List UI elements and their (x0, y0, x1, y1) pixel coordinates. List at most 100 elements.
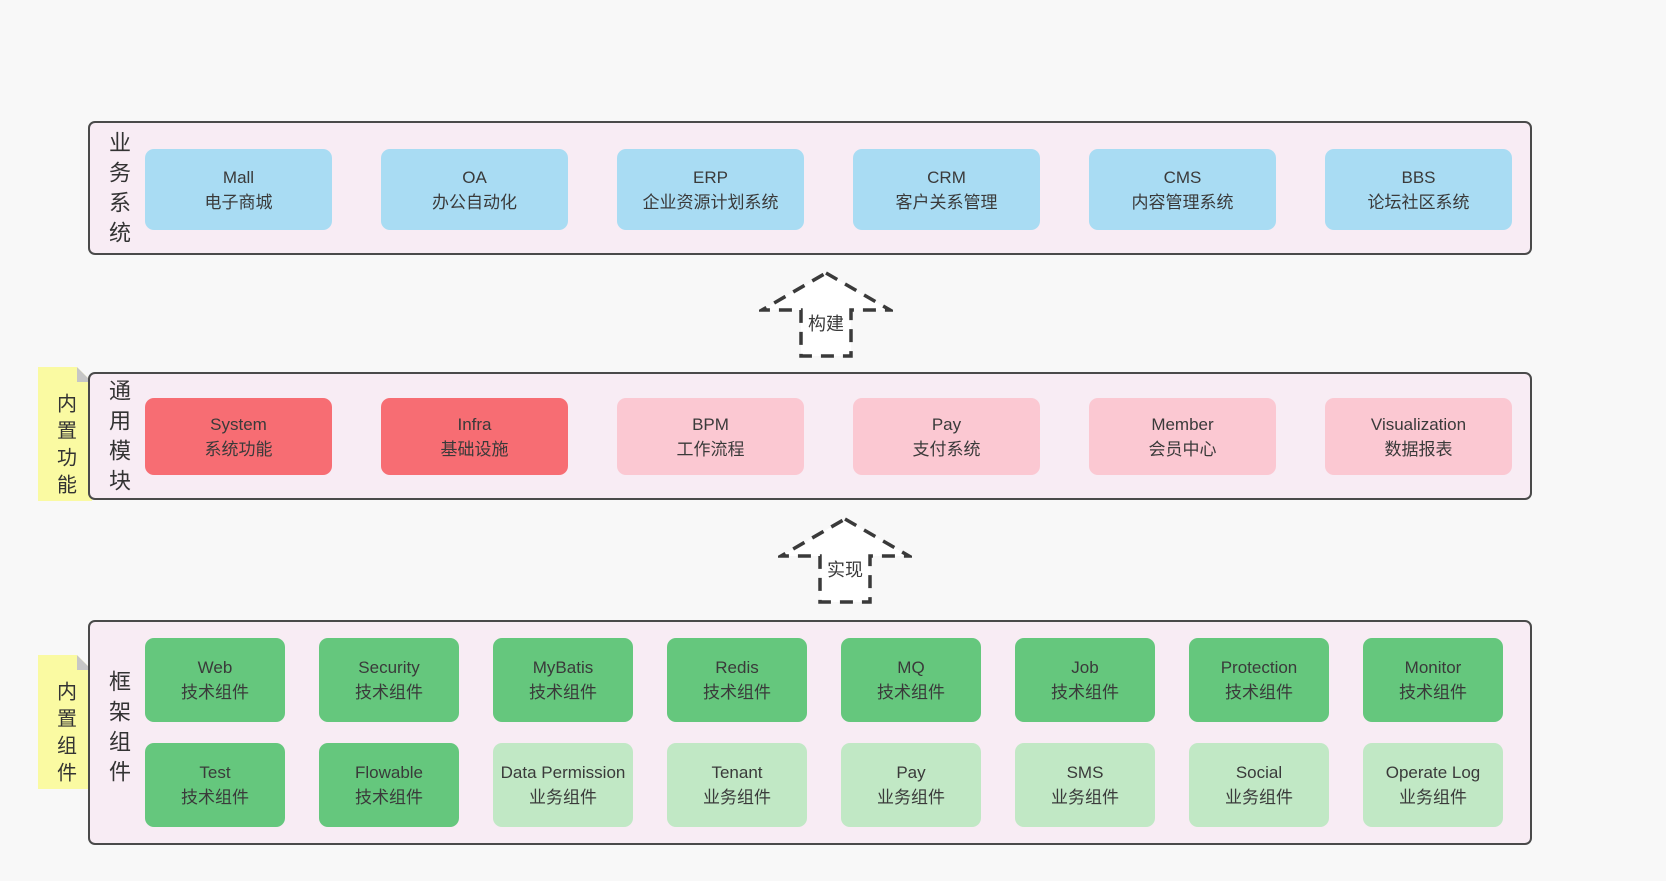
box-title: Visualization (1370, 414, 1467, 434)
box-subtitle: 企业资源计划系统 (642, 192, 779, 212)
box-row: Test 技术组件 Flowable 技术组件 Data Permission … (145, 743, 1503, 827)
box-subtitle: 业务组件 (877, 788, 945, 807)
box-subtitle: 办公自动化 (432, 192, 517, 212)
section-label: 业务系统 (106, 131, 131, 251)
box-row: Mall 电子商城 OA 办公自动化 ERP 企业资源计划系统 CRM 客户关系… (145, 149, 1512, 230)
box-tenant: Tenant 业务组件 (667, 743, 807, 827)
box-title: Flowable (354, 763, 424, 782)
box-title: Protection (1220, 658, 1298, 677)
arrow-build: 构建 (759, 271, 893, 359)
box-security: Security 技术组件 (319, 638, 459, 722)
arrow-implement: 实现 (778, 517, 912, 605)
box-row: System 系统功能 Infra 基础设施 BPM 工作流程 Pay 支付系统… (145, 398, 1512, 475)
box-row: Web 技术组件 Security 技术组件 MyBatis 技术组件 Redi… (145, 638, 1503, 722)
box-sms: SMS 业务组件 (1015, 743, 1155, 827)
box-title: System (210, 414, 267, 434)
section-label: 框架组件 (106, 670, 131, 790)
box-mybatis: MyBatis 技术组件 (493, 638, 633, 722)
box-title: Data Permission (500, 763, 626, 782)
section-common-modules: 通用模块 System 系统功能 Infra 基础设施 BPM 工作流程 Pay… (88, 372, 1532, 500)
box-flowable: Flowable 技术组件 (319, 743, 459, 827)
box-title: Security (358, 658, 420, 677)
box-title: Social (1235, 763, 1283, 782)
box-subtitle: 工作流程 (676, 439, 745, 459)
sticky-note-builtin-features: 内置功能 (38, 367, 92, 501)
box-pay-component: Pay 业务组件 (841, 743, 981, 827)
sticky-note-builtin-components: 内置组件 (38, 655, 92, 789)
box-protection: Protection 技术组件 (1189, 638, 1329, 722)
box-redis: Redis 技术组件 (667, 638, 807, 722)
sticky-note-label: 内置功能 (53, 393, 76, 501)
box-crm: CRM 客户关系管理 (853, 149, 1040, 230)
box-mall: Mall 电子商城 (145, 149, 332, 230)
box-subtitle: 技术组件 (877, 683, 945, 702)
box-visualization: Visualization 数据报表 (1325, 398, 1512, 475)
box-subtitle: 业务组件 (703, 788, 771, 807)
box-subtitle: 支付系统 (912, 439, 981, 459)
box-subtitle: 电子商城 (204, 192, 273, 212)
box-pay-system: Pay 支付系统 (853, 398, 1040, 475)
box-title: ERP (693, 167, 728, 187)
box-system: System 系统功能 (145, 398, 332, 475)
box-subtitle: 基础设施 (440, 439, 509, 459)
arrow-label: 实现 (824, 556, 866, 582)
box-title: Pay (931, 414, 962, 434)
box-title: Monitor (1404, 658, 1462, 677)
section-label: 通用模块 (106, 379, 131, 499)
section-business-systems: 业务系统 Mall 电子商城 OA 办公自动化 ERP 企业资源计划系统 CRM… (88, 121, 1532, 255)
box-title: BBS (1401, 167, 1436, 187)
box-subtitle: 内容管理系统 (1131, 192, 1234, 212)
section-framework-components: 框架组件 Web 技术组件 Security 技术组件 MyBatis 技术组件… (88, 620, 1532, 845)
box-subtitle: 论坛社区系统 (1367, 192, 1470, 212)
box-title: Operate Log (1385, 763, 1481, 782)
box-title: MQ (897, 658, 925, 677)
box-subtitle: 技术组件 (355, 788, 423, 807)
box-title: Member (1151, 414, 1214, 434)
box-infra: Infra 基础设施 (381, 398, 568, 475)
box-subtitle: 技术组件 (1225, 683, 1293, 702)
box-subtitle: 业务组件 (1399, 788, 1467, 807)
box-title: Mall (222, 167, 255, 187)
box-cms: CMS 内容管理系统 (1089, 149, 1276, 230)
box-title: Job (1071, 658, 1099, 677)
box-subtitle: 客户关系管理 (895, 192, 998, 212)
box-subtitle: 技术组件 (529, 683, 597, 702)
box-subtitle: 数据报表 (1384, 439, 1453, 459)
box-title: OA (462, 167, 487, 187)
box-subtitle: 系统功能 (204, 439, 273, 459)
box-title: Tenant (711, 763, 763, 782)
arrow-label: 构建 (805, 310, 847, 336)
box-subtitle: 技术组件 (703, 683, 771, 702)
box-title: CRM (927, 167, 966, 187)
box-subtitle: 技术组件 (1051, 683, 1119, 702)
box-mq: MQ 技术组件 (841, 638, 981, 722)
box-oa: OA 办公自动化 (381, 149, 568, 230)
box-bbs: BBS 论坛社区系统 (1325, 149, 1512, 230)
box-title: BPM (692, 414, 729, 434)
box-title: Pay (896, 763, 926, 782)
box-job: Job 技术组件 (1015, 638, 1155, 722)
box-title: MyBatis (532, 658, 594, 677)
box-title: Test (199, 763, 231, 782)
box-subtitle: 业务组件 (1225, 788, 1293, 807)
box-subtitle: 技术组件 (181, 683, 249, 702)
box-title: Web (197, 658, 233, 677)
box-title: SMS (1066, 763, 1104, 782)
box-social: Social 业务组件 (1189, 743, 1329, 827)
box-operate-log: Operate Log 业务组件 (1363, 743, 1503, 827)
box-bpm: BPM 工作流程 (617, 398, 804, 475)
sticky-note-label: 内置组件 (53, 681, 76, 789)
box-monitor: Monitor 技术组件 (1363, 638, 1503, 722)
box-subtitle: 技术组件 (181, 788, 249, 807)
box-subtitle: 会员中心 (1148, 439, 1217, 459)
box-subtitle: 技术组件 (355, 683, 423, 702)
box-member: Member 会员中心 (1089, 398, 1276, 475)
box-title: CMS (1163, 167, 1202, 187)
box-data-permission: Data Permission 业务组件 (493, 743, 633, 827)
box-test: Test 技术组件 (145, 743, 285, 827)
box-title: Infra (457, 414, 492, 434)
box-subtitle: 技术组件 (1399, 683, 1467, 702)
box-erp: ERP 企业资源计划系统 (617, 149, 804, 230)
box-web: Web 技术组件 (145, 638, 285, 722)
